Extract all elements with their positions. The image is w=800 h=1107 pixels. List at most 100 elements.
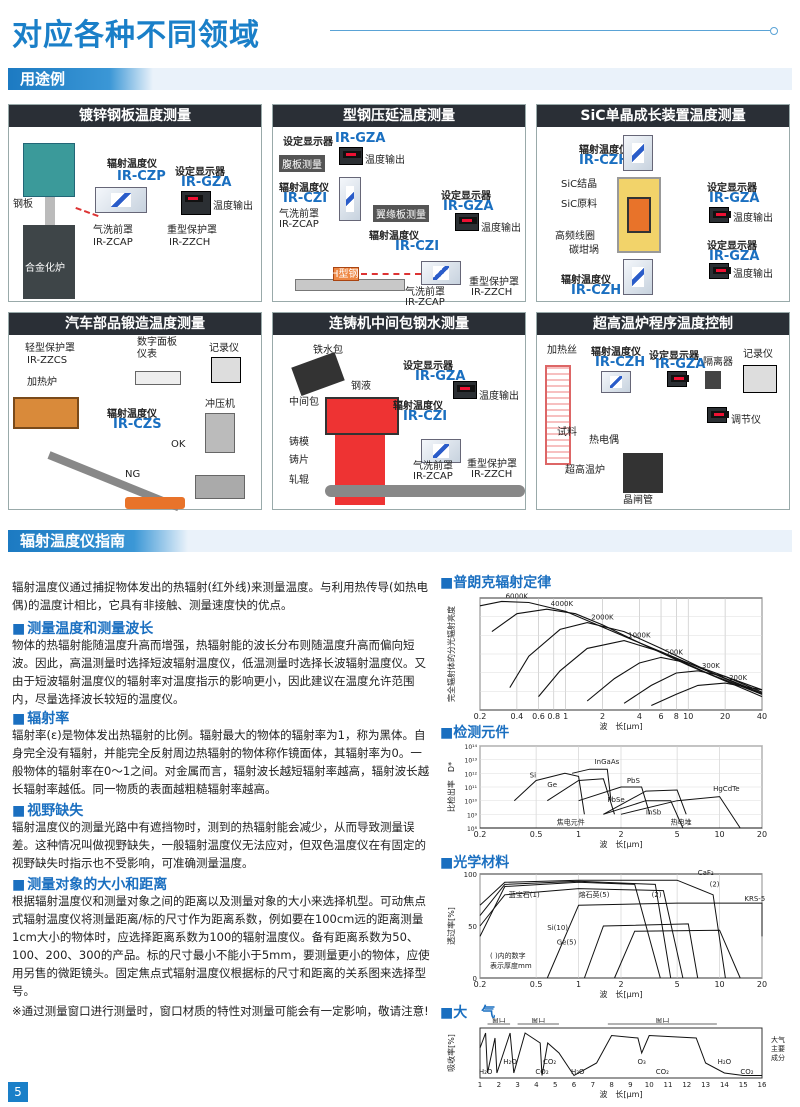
x-tick-label: 1	[576, 980, 581, 989]
page-number: 5	[8, 1082, 28, 1102]
panel-tundish: 连铸机中间包钢水测量 铁水包 设定显示器 IR-GZA 温度输出 钢液 中间包 …	[272, 312, 526, 510]
x-tick-label: 20	[720, 712, 730, 721]
x-tick-label: 4	[637, 712, 642, 721]
series-label: Ge	[547, 781, 557, 789]
purge-label: 气洗前罩	[279, 209, 319, 220]
sensor-label: 辐射温度仪	[279, 183, 329, 194]
display2-label: 设定显示器	[441, 191, 491, 202]
roll	[325, 485, 525, 497]
page-title: 对应各种不同领域	[12, 18, 260, 53]
x-tick-label: 2	[600, 712, 605, 721]
gas-label: H₂O	[718, 1058, 732, 1066]
recorder-label: 记录仪	[209, 343, 239, 354]
regulator-device	[707, 407, 729, 423]
y-tick-label: 0	[473, 975, 477, 983]
sensor-model: IR-CZI	[283, 191, 328, 206]
label-steel: 钢板	[13, 199, 33, 210]
x-tick-label: 2	[497, 1081, 501, 1089]
sensor-device	[339, 177, 361, 221]
display-label: 设定显示器	[403, 361, 453, 372]
sensor-label: 辐射温度仪	[107, 159, 157, 170]
x-tick-label: 10	[645, 1081, 654, 1089]
y-tick-label: 10⁹	[467, 812, 478, 819]
window-label: 窗口	[531, 1018, 545, 1024]
output2-label: 温度输出	[733, 269, 773, 280]
series-line	[546, 902, 763, 979]
tundish	[325, 397, 399, 435]
sensor-model: IR-CZS	[113, 417, 162, 432]
series-line	[603, 789, 687, 815]
output-label: 温度输出	[213, 201, 253, 212]
ng-parts	[125, 497, 185, 509]
y-tick-label: 10⁸	[467, 826, 478, 833]
gas-label: H₂O	[503, 1058, 517, 1066]
heading-atmosphere: ■大 气	[440, 1005, 496, 1021]
series-label: Si(10)	[547, 924, 568, 932]
label-coil: 高频线圈	[555, 231, 595, 242]
y-axis-label: 完全辐射体的分光辐射亮度	[446, 606, 456, 702]
x-tick-label: 8	[609, 1081, 613, 1089]
gas-label: CO₂	[656, 1068, 669, 1076]
para-fov: 辐射温度仪的测量光路中有遮挡物时，测到的热辐射能会减少，从而导致测量误差。这种情…	[12, 820, 426, 870]
sensor2-label: 辐射温度仪	[561, 275, 611, 286]
label-furnace: 合金化炉	[25, 263, 65, 274]
steel-label: 钢液	[351, 381, 371, 392]
display-label: 设定显示器	[283, 137, 333, 148]
purge-model: IR-ZCAP	[279, 219, 319, 230]
cover-label: 重型保护罩	[469, 277, 519, 288]
gas-label: H₂O	[571, 1068, 585, 1076]
cover-model: IR-ZZCH	[471, 287, 513, 298]
absorption-line	[479, 1032, 762, 1077]
cover-label: 重型保护罩	[467, 459, 517, 470]
sensor-model: IR-CZI	[403, 409, 448, 424]
series-line	[571, 768, 612, 801]
x-tick-label: 15	[739, 1081, 748, 1089]
x-tick-label: 10	[714, 980, 724, 989]
thyristor-device	[623, 453, 663, 493]
x-tick-label: 0.2	[474, 830, 487, 839]
heading-optics: ■光学材料	[440, 855, 510, 871]
display2-device	[455, 213, 479, 231]
output2-label: 温度输出	[481, 223, 521, 234]
series-line	[479, 879, 726, 979]
series-label: PbS	[627, 777, 641, 785]
furnace-label: 超高温炉	[565, 465, 605, 476]
cover-label: 轻型保护罩	[25, 343, 75, 354]
x-tick-label: 5	[675, 980, 680, 989]
x-tick-label: 10	[714, 830, 724, 839]
panel-sic-crystal: SiC单晶成长装置温度测量 辐射温度仪 IR-CZH SiC结晶 SiC原料 高…	[536, 104, 790, 302]
sensor2-model: IR-CZH	[571, 283, 622, 298]
sensor-model: IR-CZP	[117, 169, 166, 184]
sensor-label: 辐射温度仪	[393, 401, 443, 412]
display2-label: 设定显示器	[707, 241, 757, 252]
display-device	[339, 147, 363, 165]
sensor-device	[421, 439, 461, 463]
crucible	[627, 197, 651, 233]
note-line: 表示厚度mm	[490, 961, 532, 970]
heading-wavelength: ■测量温度和测量波长	[12, 621, 154, 637]
display2-model: IR-GZA	[709, 249, 760, 264]
measure-beam	[361, 273, 421, 275]
x-tick-label: 0.2	[474, 712, 487, 721]
para-size-distance: 根据辐射温度仪和测量对象之间的距离以及测量对象的大小来选择机型。可动焦点式辐射温…	[12, 894, 430, 998]
panel-title: SiC单晶成长装置温度测量	[537, 105, 789, 127]
x-tick-label: 1	[576, 830, 581, 839]
x-tick-label: 3	[515, 1081, 519, 1089]
sensor-model: IR-CZH	[595, 355, 646, 370]
x-axis-label: 波 长[μm]	[599, 721, 642, 730]
x-tick-label: 13	[701, 1081, 710, 1089]
x-tick-label: 10	[683, 712, 693, 721]
panel-title: 连铸机中间包钢水测量	[273, 313, 525, 335]
display-label: 设定显示器	[707, 183, 757, 194]
press-machine	[205, 413, 235, 453]
purge-label: 气洗前罩	[413, 461, 453, 472]
series-label: KRS-5	[744, 895, 765, 903]
panel-auto-forging: 汽车部品锻造温度测量 轻型保护罩 IR-ZZCS 数字面板仪表 记录仪 加热炉 …	[8, 312, 262, 512]
x-tick-label: 1	[563, 712, 568, 721]
recorder-device	[743, 365, 777, 393]
